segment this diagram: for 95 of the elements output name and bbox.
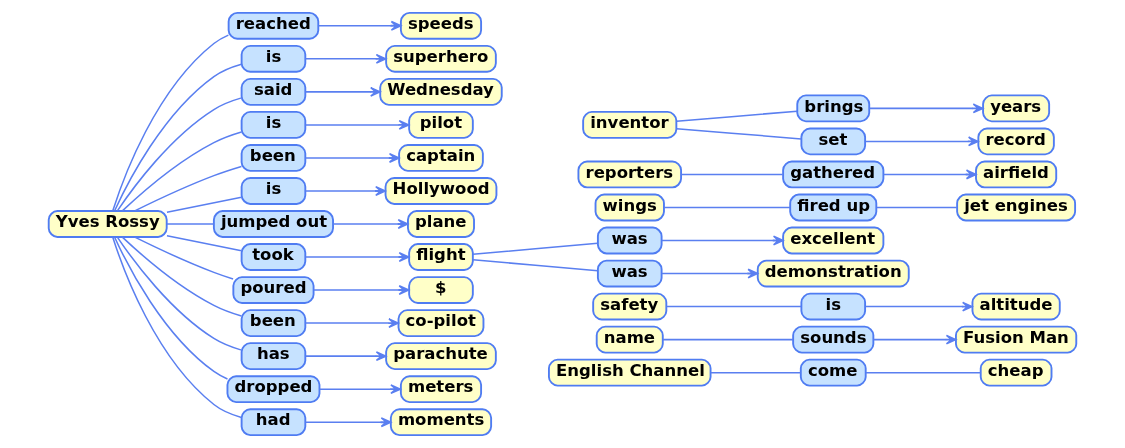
node-box: flight — [408, 243, 474, 271]
node-box: said — [240, 77, 307, 106]
arrow — [304, 318, 400, 329]
node-box: cheap — [979, 358, 1053, 387]
arrow — [304, 351, 387, 362]
arrow — [304, 417, 392, 428]
node-box: jet engines — [956, 193, 1077, 222]
node-box: $ — [408, 276, 474, 304]
arrow — [317, 20, 402, 31]
arrow — [332, 219, 409, 229]
connector — [710, 371, 802, 374]
node-box: co-pilot — [397, 309, 485, 338]
connector — [166, 223, 215, 225]
node-box: altitude — [971, 292, 1061, 321]
node-box: has — [240, 342, 307, 371]
arrow — [304, 185, 386, 196]
node-box: years — [982, 94, 1051, 123]
arrow — [868, 103, 984, 114]
node-box: took — [240, 243, 307, 271]
node-box: parachute — [385, 342, 497, 371]
node-box: gathered — [782, 160, 885, 189]
connector — [472, 259, 599, 272]
connector — [166, 234, 243, 252]
node-box: is — [240, 110, 307, 139]
node-box: had — [240, 408, 307, 437]
node-box: is — [240, 177, 307, 205]
node-box: superhero — [385, 44, 497, 73]
node-box: safety — [592, 292, 668, 321]
node-box: is — [240, 44, 307, 73]
connector — [134, 165, 243, 212]
node-box: record — [977, 127, 1055, 156]
node-box: airfield — [975, 160, 1058, 189]
node-box: speeds — [399, 11, 483, 40]
node-box: been — [240, 144, 307, 172]
connector — [166, 196, 243, 214]
node-box: poured — [232, 276, 315, 304]
node-box: meters — [399, 375, 483, 404]
connector — [134, 236, 234, 280]
connector — [112, 236, 243, 419]
node-box: reached — [227, 11, 320, 40]
connector — [665, 305, 802, 308]
connector — [113, 236, 229, 380]
node-box: Yves Rossy — [47, 210, 168, 238]
arrow — [313, 285, 410, 296]
arrow — [661, 235, 784, 246]
node-box: Fusion Man — [955, 325, 1078, 354]
node-box: moments — [389, 408, 493, 437]
node-box: jumped out — [212, 210, 334, 238]
node-box: was — [596, 259, 663, 288]
node-box: wings — [594, 193, 665, 222]
connector — [116, 236, 243, 351]
arrow — [872, 334, 957, 345]
connector — [675, 127, 803, 140]
arrow — [319, 384, 402, 395]
connector — [662, 338, 794, 341]
node-box: captain — [398, 144, 484, 172]
connector — [116, 97, 243, 212]
connector — [112, 34, 230, 212]
node-box: inventor — [582, 110, 678, 139]
connector — [663, 206, 791, 209]
node-box: is — [800, 292, 867, 321]
arrow — [304, 252, 410, 263]
connector — [113, 63, 243, 212]
arrow — [304, 119, 410, 130]
node-box: excellent — [782, 226, 885, 255]
node-box: Wednesday — [379, 77, 503, 106]
arrow — [661, 268, 759, 279]
connector — [121, 236, 243, 317]
node-box: plane — [407, 210, 475, 238]
node-box: set — [800, 127, 867, 156]
node-box: reporters — [577, 160, 682, 189]
connector — [876, 206, 958, 209]
arrow — [304, 152, 400, 163]
node-box: come — [799, 358, 867, 387]
connector — [680, 173, 784, 176]
connector — [121, 131, 243, 212]
node-box: fired up — [789, 193, 878, 222]
node-box: name — [595, 325, 664, 354]
node-box: was — [596, 226, 663, 255]
node-box: been — [240, 309, 307, 338]
arrow — [304, 53, 387, 64]
node-box: demonstration — [756, 259, 910, 288]
arrow — [304, 86, 381, 97]
node-box: pilot — [408, 110, 474, 139]
arrow — [864, 301, 973, 312]
node-box: dropped — [226, 375, 321, 404]
arrow — [883, 169, 977, 180]
arrow — [864, 136, 979, 147]
node-box: Hollywood — [384, 177, 498, 205]
node-box: brings — [796, 94, 871, 123]
node-box: English Channel — [548, 358, 712, 387]
node-box: sounds — [792, 325, 875, 354]
connector — [865, 371, 982, 374]
connector — [675, 110, 799, 122]
connector — [472, 242, 599, 256]
